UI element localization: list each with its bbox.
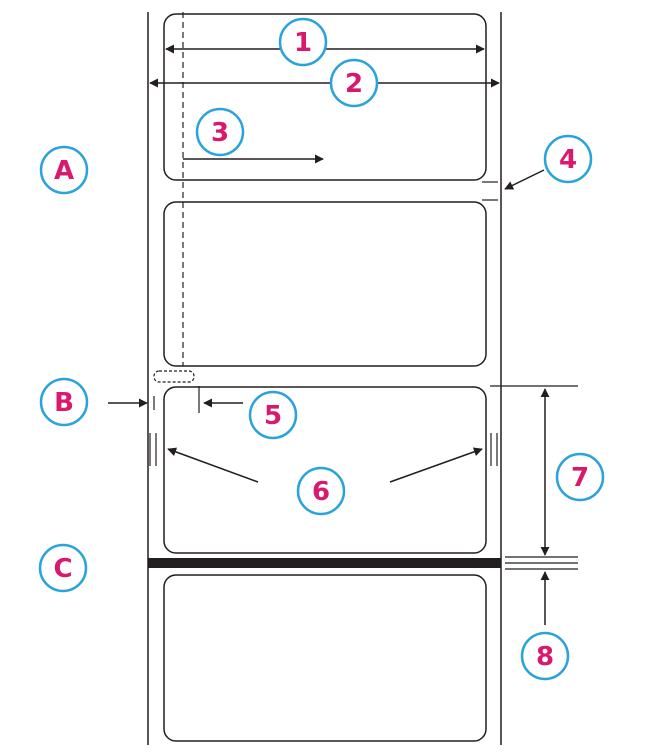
callout-C: C: [38, 543, 88, 593]
label-3: [163, 386, 487, 554]
callout-6-text: 6: [312, 477, 330, 507]
callout-1-text: 1: [294, 28, 312, 58]
callout-1: 1: [278, 17, 328, 67]
sensor-right-arrow: [389, 447, 483, 483]
callout-2-text: 2: [345, 69, 363, 99]
callout-6: 6: [296, 466, 346, 516]
callout-B: B: [39, 377, 89, 427]
callout-B-text: B: [54, 388, 74, 418]
callout-5-text: 5: [264, 401, 282, 431]
callout-A: A: [39, 145, 89, 195]
gap-pointer-arrow: [504, 169, 545, 190]
callout-4-text: 4: [559, 145, 577, 175]
sensor-left-arrow: [167, 447, 259, 483]
callout-5: 5: [248, 390, 298, 440]
notch-outline: [153, 370, 195, 383]
callout-A-text: A: [54, 156, 74, 186]
callout-8-text: 8: [536, 642, 554, 672]
callout-3: 3: [195, 107, 245, 157]
label-4: [163, 574, 487, 742]
callout-7-text: 7: [571, 463, 589, 493]
callout-C-text: C: [53, 554, 72, 584]
label-2: [163, 201, 487, 367]
callout-3-text: 3: [211, 118, 229, 148]
black-mark: [148, 558, 501, 568]
callout-4: 4: [543, 134, 593, 184]
callout-2: 2: [329, 58, 379, 108]
callout-7: 7: [555, 452, 605, 502]
label-1: [163, 13, 487, 181]
callout-8: 8: [520, 631, 570, 681]
